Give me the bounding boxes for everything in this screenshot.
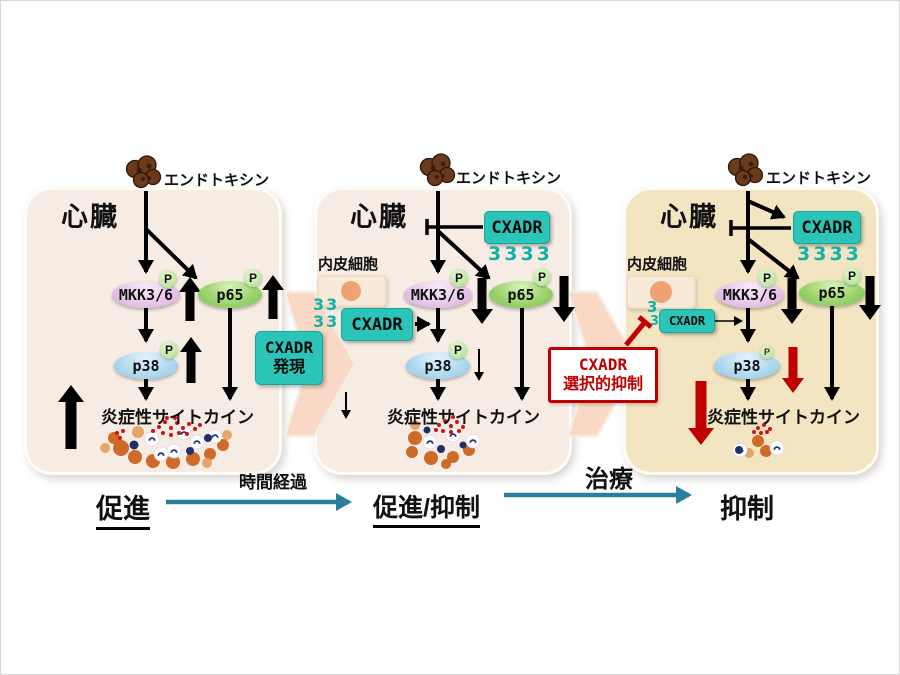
- panel2-endothelium-label: 内皮細胞: [318, 256, 379, 273]
- membrane-squiggle-icon: 33: [313, 295, 340, 314]
- cxadr-expression-line1: CXADR: [264, 338, 314, 358]
- membrane-squiggle-icon: 33: [313, 312, 340, 331]
- membrane-squiggle-icon: 3: [650, 314, 663, 329]
- panel2-cytokines-label: 炎症性サイトカイン: [387, 408, 540, 427]
- time-arrow-label: 時間経過: [239, 473, 307, 492]
- panel2-title: 心臓: [350, 202, 408, 232]
- panel1-p38-phospho-badge: P: [160, 341, 178, 359]
- panel3-cxadr-endothelial-box: CXADR: [659, 309, 715, 333]
- panel2-endotoxin-label: エンドトキシン: [456, 170, 562, 187]
- panel3-p65-node: p65: [799, 280, 865, 306]
- panel1-cytokines-label: 炎症性サイトカイン: [101, 408, 254, 427]
- cxadr-expression-line2: 発現: [272, 359, 305, 376]
- cell-nucleus-icon: [650, 281, 672, 303]
- panel3-endothelial-cell: [626, 275, 696, 309]
- state-label-promotion-inhibition: 促進/抑制: [373, 488, 480, 528]
- cell-nucleus-icon: [341, 281, 361, 301]
- membrane-squiggle-icon: 3333: [797, 243, 862, 265]
- treatment-arrow-label: 治療: [585, 466, 633, 493]
- cxadr-selective-inhibition-box: CXADR 選択的抑制: [548, 347, 658, 403]
- panel1-p65-phospho-badge: P: [244, 269, 262, 287]
- panel2-p38-phospho-badge: P: [449, 341, 467, 359]
- panel3-mkk36-node: MKK3/6: [716, 281, 784, 308]
- panel3-cytokines-label: 炎症性サイトカイン: [707, 408, 860, 427]
- panel3-title: 心臓: [660, 202, 718, 232]
- panel3-endotoxin-label: エンドトキシン: [766, 170, 872, 187]
- panel2-cxadr-membrane-box: CXADR: [484, 211, 550, 244]
- cxadr-expression-box: CXADR 発現: [255, 331, 323, 385]
- panel1-p38-node: p38: [114, 352, 178, 379]
- panel2-cxadr-endothelial-box: CXADR: [341, 308, 413, 341]
- panel2-mkk36-phospho-badge: P: [450, 269, 468, 287]
- endotoxin-icon: [419, 153, 456, 187]
- endotoxin-icon: [727, 153, 764, 187]
- membrane-squiggle-icon: 3: [647, 298, 661, 316]
- panel1-title: 心臓: [61, 202, 119, 232]
- panel3-p38-phospho-badge: P: [760, 345, 774, 359]
- panel2-p65-phospho-badge: P: [533, 268, 551, 286]
- panel3-cxadr-membrane-box: CXADR: [793, 211, 861, 244]
- membrane-squiggle-icon: 3333: [488, 243, 553, 265]
- panel3-p65-phospho-badge: P: [843, 267, 861, 285]
- panel1-mkk36-phospho-badge: P: [159, 270, 177, 288]
- state-label-inhibition: 抑制: [720, 494, 774, 524]
- cxadr-inhibition-line1: CXADR: [578, 355, 628, 374]
- panel3-mkk36-phospho-badge: P: [758, 269, 776, 287]
- panel3-endothelium-label: 内皮細胞: [627, 256, 688, 273]
- endotoxin-icon: [125, 155, 162, 189]
- state-label-promotion: 促進: [96, 487, 150, 530]
- panel1-endotoxin-label: エンドトキシン: [164, 172, 270, 189]
- cxadr-inhibition-line2: 選択的抑制: [562, 376, 643, 393]
